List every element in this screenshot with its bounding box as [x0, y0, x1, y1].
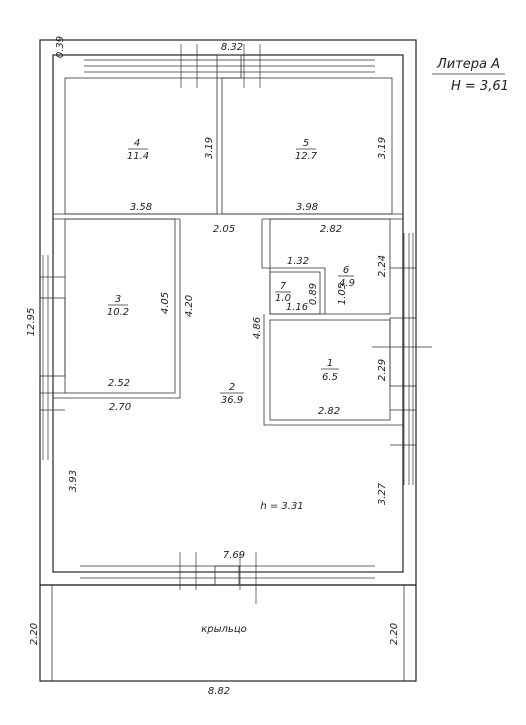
room-3-area: 10.2: [107, 307, 129, 318]
dim-r6-width: 2.82: [320, 224, 342, 235]
dim-r2-height: 4.86: [252, 317, 263, 339]
dim-r2-wall: 4.20: [184, 295, 195, 317]
room-5-number: 5: [303, 138, 309, 149]
dim-right-lower: 3.27: [377, 482, 388, 505]
room-7-number: 7: [280, 281, 287, 292]
window-bottom: [80, 552, 375, 604]
room-2-area: 36.9: [221, 395, 243, 406]
room-3-number: 3: [115, 294, 121, 305]
dim-left-lower: 3.93: [68, 470, 79, 492]
outer-walls: [39, 39, 417, 586]
dim-r6-small: 1.05: [337, 283, 348, 305]
room-4-area: 11.4: [127, 151, 149, 162]
window-top: [84, 44, 375, 88]
dim-r3-outer: 2.70: [109, 402, 131, 413]
litera-label: Литера А: [436, 57, 500, 72]
dimensions-horizontal: 8.32 3.58 3.98 2.05 2.82 1.32 1.16 2.52 …: [108, 42, 342, 697]
porch-label: крыльцо: [201, 624, 247, 635]
dim-r5-width: 3.98: [296, 202, 318, 213]
room-6-number: 6: [343, 265, 349, 276]
dim-r7-width: 1.16: [286, 302, 308, 313]
room-5-area: 12.7: [295, 151, 318, 162]
dim-r4-height: 3.19: [204, 137, 215, 159]
dim-bottom-length: 7.69: [223, 550, 245, 561]
dim-r6-height: 2.24: [377, 255, 388, 277]
dim-top-length: 8.32: [221, 42, 243, 53]
inner-height: h = 3.31: [260, 501, 303, 512]
dim-r1-height: 2.29: [377, 359, 388, 381]
window-left: [39, 255, 66, 460]
title-block: Литера А H = 3,61: [432, 57, 509, 94]
dim-r4-width: 3.58: [130, 202, 152, 213]
dim-r3-height: 4.05: [160, 292, 171, 314]
dim-top-wall: 0.39: [55, 36, 66, 58]
dim-r1-width: 2.82: [318, 406, 340, 417]
windows: [39, 44, 432, 604]
dim-porch-left: 2.20: [29, 623, 40, 645]
room-1-area: 6.5: [322, 372, 338, 383]
dimensions-vertical: 0.39 3.19 3.19 2.24 1.05 0.89 12.95 4.05…: [26, 36, 400, 645]
room-1-number: 1: [327, 358, 333, 369]
room-labels: 4 11.4 5 12.7 3 10.2 2 36.9 1 6.5 6 4.9 …: [107, 138, 355, 635]
dim-r3-width: 2.52: [108, 378, 130, 389]
dim-r6-inner: 1.32: [287, 256, 309, 267]
dim-left-height: 12.95: [26, 308, 37, 337]
dim-corridor: 2.05: [213, 224, 235, 235]
dim-porch-length: 8.82: [208, 686, 230, 697]
window-right: [372, 233, 432, 485]
building-height: H = 3,61: [451, 79, 509, 94]
room-4-number: 4: [134, 138, 140, 149]
room-6-area: 4.9: [339, 278, 355, 289]
room-2-number: 2: [229, 382, 235, 393]
interior-walls: [53, 77, 403, 426]
dim-r7-height: 0.89: [308, 283, 319, 305]
dim-r5-height: 3.19: [377, 137, 388, 159]
dim-porch-right: 2.20: [389, 623, 400, 645]
room-7-area: 1.0: [275, 293, 291, 304]
